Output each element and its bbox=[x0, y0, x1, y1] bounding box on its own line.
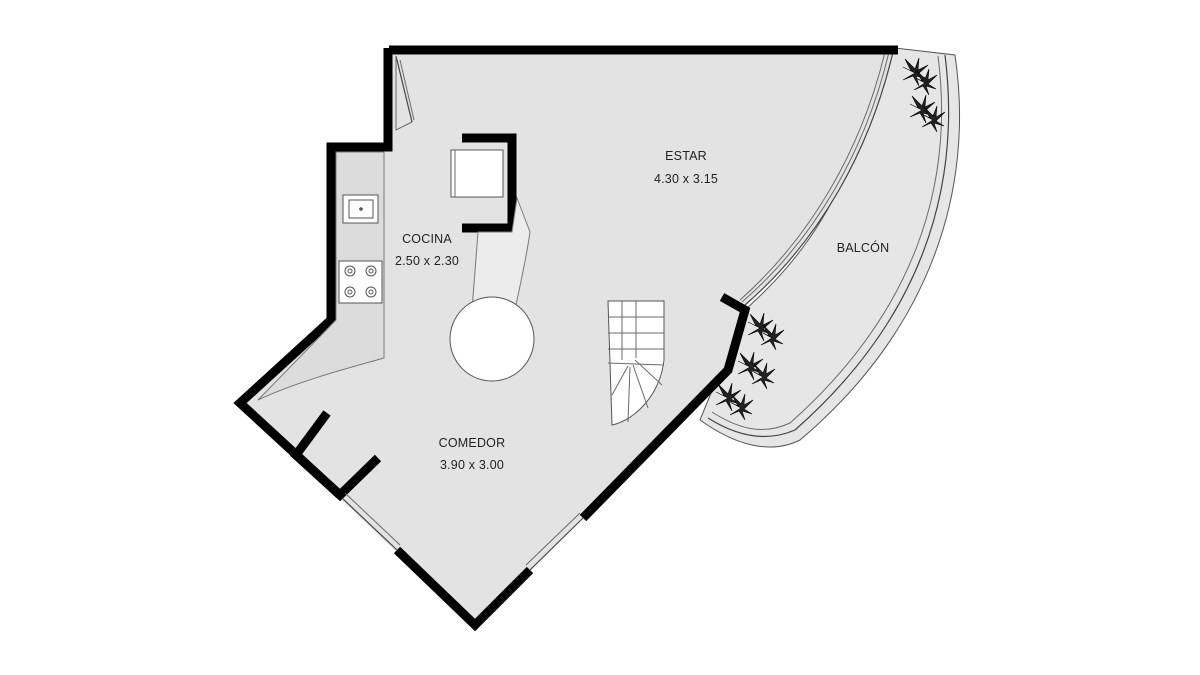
balcony-window bbox=[744, 51, 894, 306]
balcony-railing bbox=[707, 54, 950, 437]
stove-icon bbox=[338, 260, 383, 304]
sink-icon bbox=[342, 194, 379, 224]
plant-icon bbox=[715, 57, 946, 421]
estar-dims: 4.30 x 3.15 bbox=[654, 172, 718, 186]
door-swing-icon bbox=[395, 55, 415, 131]
cocina-label: COCINA bbox=[402, 232, 452, 246]
fridge-icon bbox=[450, 149, 504, 198]
comedor-dims: 3.90 x 3.00 bbox=[440, 458, 504, 472]
balcony-window-inner bbox=[739, 51, 886, 301]
cocina-dims: 2.50 x 2.30 bbox=[395, 254, 459, 268]
comedor-label: COMEDOR bbox=[439, 436, 506, 450]
balcon-label: BALCÓN bbox=[837, 240, 890, 255]
balcony-window-mid bbox=[741, 51, 890, 303]
walls bbox=[233, 45, 898, 632]
balcony-railing-inner bbox=[711, 55, 943, 430]
round-table-icon bbox=[449, 296, 535, 382]
estar-label: ESTAR bbox=[665, 149, 707, 163]
staircase-icon bbox=[607, 300, 665, 426]
windows bbox=[341, 492, 584, 571]
interior-floor bbox=[240, 50, 893, 627]
